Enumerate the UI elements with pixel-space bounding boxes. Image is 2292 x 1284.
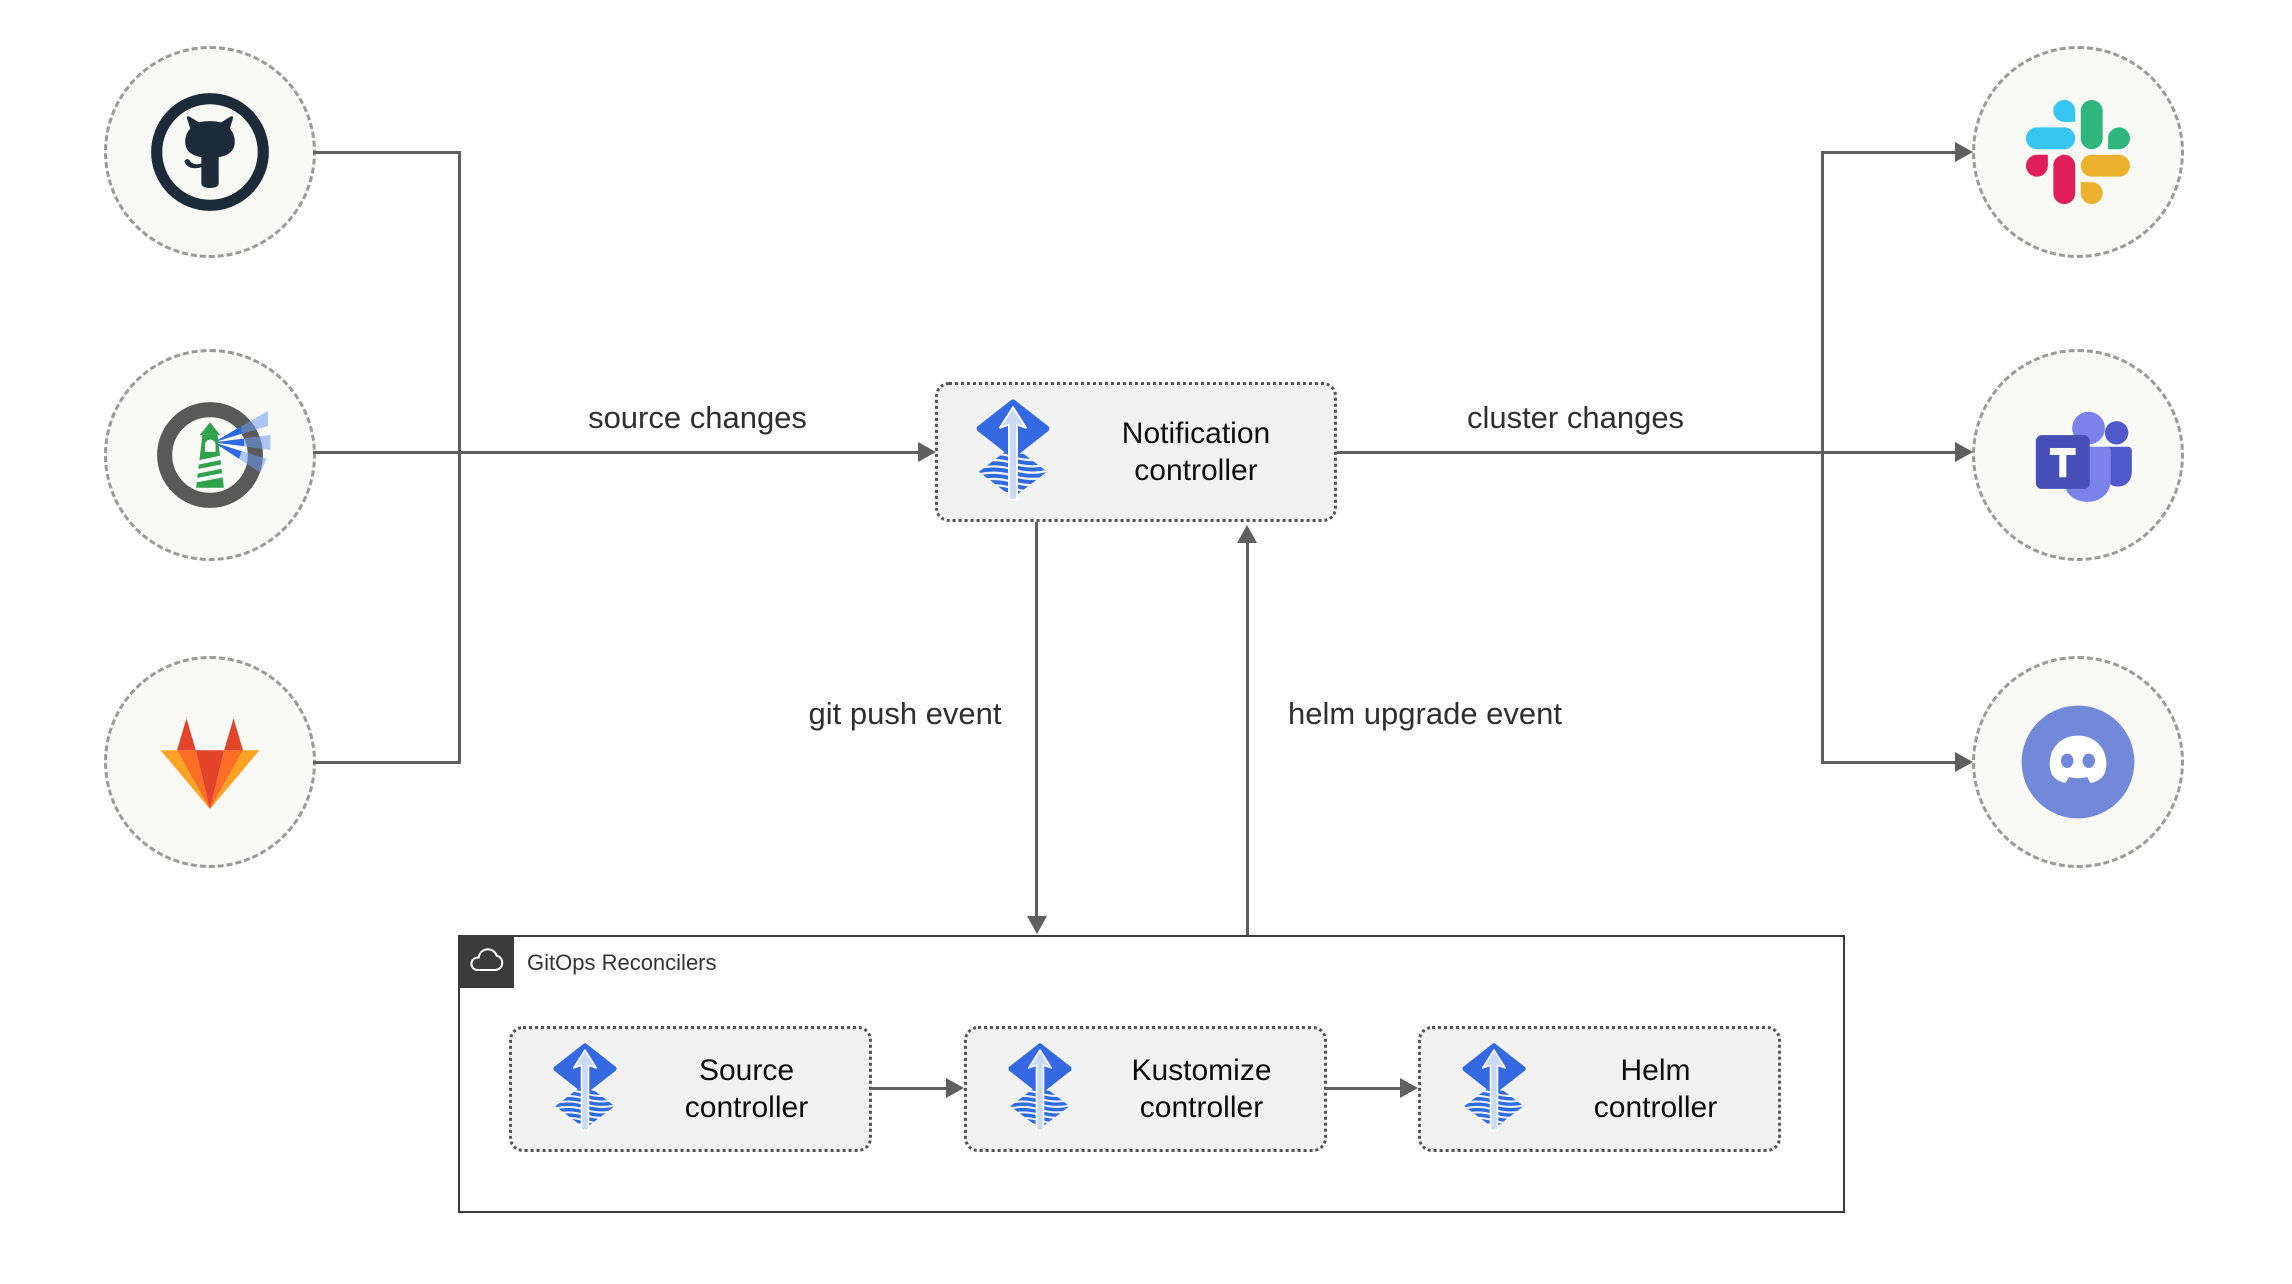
edge-github-line: [313, 151, 460, 154]
notification-controller-label: Notification controller: [1121, 417, 1271, 487]
edge-label-helm-upgrade-event: helm upgrade event: [1287, 696, 1563, 731]
edge-helm-upgrade-line: [1246, 543, 1249, 935]
arrowhead-into-discord: [1955, 752, 1973, 772]
arrowhead-into-helm: [1400, 1078, 1418, 1098]
node-discord: [1972, 656, 2184, 868]
helm-controller-box: Helm controller: [1418, 1026, 1781, 1152]
arrowhead-into-teams: [1955, 442, 1973, 462]
edge-source-changes-line: [460, 451, 918, 454]
arrowhead-into-reconcilers: [1027, 916, 1047, 934]
flux-icon: [546, 1043, 624, 1135]
arrowhead-into-notification: [918, 442, 936, 462]
edge-git-push-line: [1035, 522, 1038, 918]
reconcilers-title: GitOps Reconcilers: [527, 950, 717, 975]
edge-slack-line: [1822, 151, 1955, 154]
edge-right-connector: [1821, 151, 1824, 764]
arrowhead-into-notification-bottom: [1237, 525, 1257, 543]
edge-harbor-line: [313, 451, 460, 454]
node-teams: [1972, 349, 2184, 561]
arrowhead-into-slack: [1955, 142, 1973, 162]
node-gitlab: [104, 656, 316, 868]
edge-label-git-push-event: git push event: [808, 696, 1002, 731]
discord-icon: [2018, 702, 2138, 822]
edge-label-source-changes: source changes: [588, 400, 807, 435]
edge-kustomize-to-helm: [1326, 1087, 1400, 1090]
notification-controller-box: Notification controller: [935, 382, 1337, 522]
node-github: [104, 46, 316, 258]
kustomize-controller-box: Kustomize controller: [964, 1026, 1327, 1152]
edge-label-cluster-changes: cluster changes: [1466, 400, 1685, 435]
arrowhead-into-kustomize: [946, 1078, 964, 1098]
helm-controller-label: Helm controller: [1593, 1054, 1718, 1124]
cloud-icon: [468, 948, 504, 975]
slack-icon: [2026, 100, 2130, 204]
edge-cluster-changes-line: [1337, 451, 1955, 454]
node-harbor: [104, 349, 316, 561]
source-controller-label: Source controller: [684, 1054, 809, 1124]
reconcilers-badge: [458, 935, 514, 988]
flux-icon: [968, 399, 1058, 505]
edge-left-connector: [458, 151, 461, 764]
source-controller-box: Source controller: [509, 1026, 872, 1152]
flux-icon: [1001, 1043, 1079, 1135]
teams-icon: [2019, 400, 2137, 510]
flux-icon: [1455, 1043, 1533, 1135]
gitlab-icon: [151, 709, 269, 815]
node-slack: [1972, 46, 2184, 258]
edge-gitlab-line: [313, 761, 460, 764]
github-icon: [148, 90, 272, 214]
edge-source-to-kustomize: [872, 1087, 946, 1090]
edge-discord-line: [1822, 761, 1955, 764]
kustomize-controller-label: Kustomize controller: [1131, 1054, 1272, 1124]
harbor-icon: [147, 392, 273, 518]
